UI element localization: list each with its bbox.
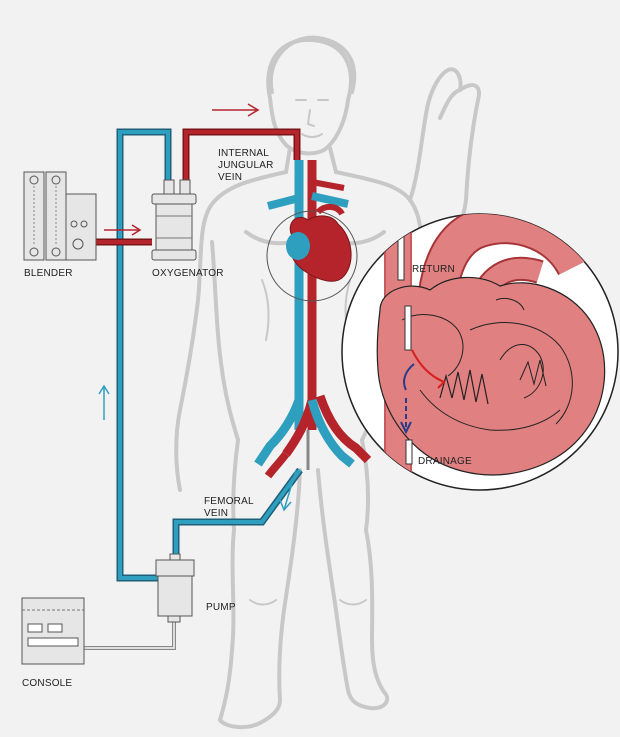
ijv-label-line3: VEIN <box>218 172 242 183</box>
femoral-label-line2: VEIN <box>204 508 228 519</box>
oxygenator-device <box>152 180 196 260</box>
drainage-label: DRAINAGE <box>418 456 472 467</box>
blender-label: BLENDER <box>24 268 73 279</box>
blue-flow-arrow-up <box>99 386 109 420</box>
ijv-label-line1: INTERNAL <box>218 148 269 159</box>
ijv-label-line2: JUNGULAR <box>218 160 274 171</box>
console-device <box>22 598 84 664</box>
red-flow-arrow-top <box>212 104 258 116</box>
oxygenator-label: OXYGENATOR <box>152 268 224 279</box>
return-label: RETURN <box>412 264 455 275</box>
console-label: CONSOLE <box>22 678 72 689</box>
femoral-label-line1: FEMORAL <box>204 496 254 507</box>
blender-device <box>24 172 96 260</box>
pump-label: PUMP <box>206 602 236 613</box>
pump-device <box>156 554 194 622</box>
heart-zoom <box>342 214 618 500</box>
